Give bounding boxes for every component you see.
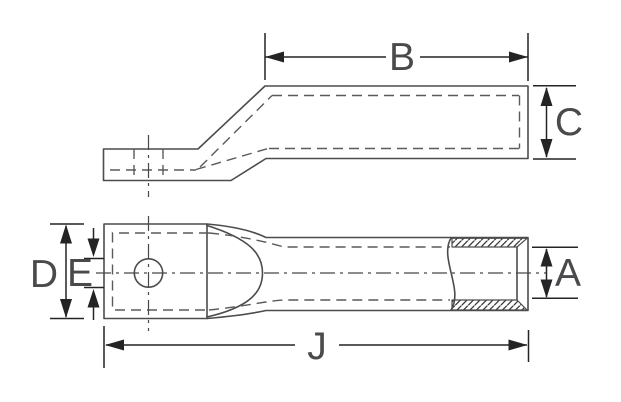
dim-a-arrow-down	[540, 279, 553, 298]
plan-palm-hidden-inner	[111, 232, 209, 311]
dim-e-arrow-down	[87, 238, 100, 257]
dim-d-arrow-down	[60, 299, 72, 318]
plan-bore-hidden-top	[208, 232, 450, 248]
plan-transition-curve	[206, 224, 264, 318]
dim-c-extension-lines	[533, 84, 576, 160]
dim-label-e: E	[67, 252, 93, 295]
barrel-wall-hatch-top	[451, 237, 528, 248]
dim-label-b: B	[389, 36, 415, 79]
dim-j-extension-lines	[103, 326, 530, 368]
dim-a-arrow-up	[540, 248, 553, 267]
plan-bore-hidden-bottom	[208, 299, 450, 311]
side-rise-hidden-upper	[199, 95, 273, 168]
dim-d-extension-lines	[50, 223, 84, 320]
break-line	[446, 237, 456, 311]
barrel-wall-hatch-bottom	[451, 299, 528, 311]
plan-view	[96, 216, 546, 331]
dim-label-c: C	[555, 101, 583, 144]
side-view-outline	[102, 85, 529, 182]
dim-j-arrow-left	[105, 339, 124, 351]
dim-a-extension-lines	[532, 246, 578, 300]
side-rise-hidden-lower	[195, 147, 269, 171]
dim-c-arrow-up	[540, 87, 553, 106]
dimension-b: B	[264, 33, 529, 81]
plan-barrel-outline	[206, 223, 529, 320]
dimension-e: E	[67, 228, 104, 320]
dimension-j: J	[103, 325, 530, 368]
dim-label-d: D	[30, 253, 58, 296]
dim-c-arrow-down	[540, 139, 553, 158]
dim-label-j: J	[307, 325, 327, 368]
dim-b-arrow-left	[265, 51, 284, 63]
dimension-c: C	[533, 84, 583, 160]
dimension-a: A	[532, 246, 581, 300]
dim-label-a: A	[555, 252, 581, 295]
dimension-d: D	[30, 223, 84, 320]
dim-d-arrow-up	[60, 224, 72, 244]
dim-b-arrow-right	[509, 51, 528, 63]
dim-j-arrow-right	[508, 339, 528, 351]
plan-palm-outline	[103, 223, 208, 320]
side-view	[102, 85, 529, 197]
